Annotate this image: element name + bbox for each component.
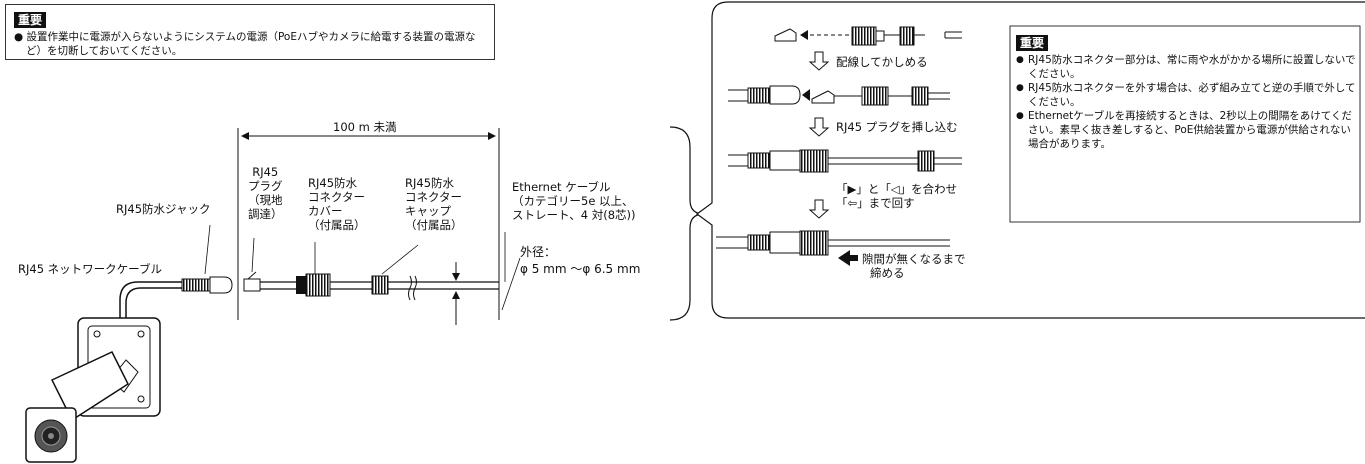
group-brace xyxy=(669,126,705,321)
right-important-badge: 重要 xyxy=(1016,35,1049,51)
plug-label-1: RJ45 xyxy=(252,165,279,179)
ethernet-cable-label: Ethernet ケーブル （カテゴリー5e 以上、 ストレート、4 対(8芯)… xyxy=(512,180,636,222)
connector-cap xyxy=(371,275,389,295)
cap-label-3: キャップ xyxy=(405,204,451,218)
right-note-item-2: RJ45防水コネクターを外す場合は、必ず組み立てと逆の手順で外してください。 xyxy=(1016,81,1356,109)
network-cable-label: RJ45 ネットワークケーブル xyxy=(18,262,162,276)
step3-line-1: 「▶」と「◁」を合わせ xyxy=(836,182,958,196)
note-line-2: ど）を切断しておいてください。 xyxy=(26,45,183,57)
connector-cover xyxy=(296,273,331,297)
right-note-list: RJ45防水コネクター部分は、常に雨や水がかかる場所に設置しないでください。 R… xyxy=(1016,53,1356,151)
step4-parts xyxy=(716,230,950,266)
length-label: 100 m 未満 xyxy=(330,120,400,134)
note-line-1: ● 設置作業中に電源が入らないようにシステムの電源（PoEハブやカメラに給電する… xyxy=(14,31,476,43)
plug-label-2: プラグ xyxy=(248,179,283,193)
cover-label-4: （付属品） xyxy=(308,218,366,232)
plug-label: RJ45 プラグ （現地 調達） xyxy=(248,165,283,221)
step3-parts xyxy=(728,149,962,173)
step4-label: 隙間が無くなるまで 締める xyxy=(862,252,966,280)
camera-illustration xyxy=(25,317,161,463)
step2-parts xyxy=(728,85,950,106)
cover-label-1: RJ45防水 xyxy=(308,176,358,190)
down-arrow-1 xyxy=(808,51,830,71)
ethernet-label-2: （カテゴリー5e 以上、 xyxy=(512,194,634,208)
step1-label: 配線してかしめる xyxy=(836,55,928,69)
plug-label-4: 調達） xyxy=(248,207,283,221)
right-important-note: 重要 RJ45防水コネクター部分は、常に雨や水がかかる場所に設置しないでください… xyxy=(1016,32,1356,151)
cap-label: RJ45防水 コネクター キャップ （付属品） xyxy=(405,176,463,232)
length-dimension xyxy=(237,128,500,320)
network-cable xyxy=(119,281,182,330)
plug-label-3: （現地 xyxy=(248,193,283,207)
step4-line-2: 締める xyxy=(870,266,905,280)
step3-line-2: 「⇦」まで回す xyxy=(836,196,915,210)
right-note-item-3: Ethernetケーブルを再接続するときは、2秒以上の間隔をあけてください。素早… xyxy=(1016,109,1356,151)
step4-line-1: 隙間が無くなるまで xyxy=(862,252,966,266)
outer-diameter-label: 外径： φ 5 mm ～φ 6.5 mm xyxy=(520,244,640,278)
outer-diameter-title: 外径： xyxy=(520,245,557,259)
cap-label-4: （付属品） xyxy=(405,218,463,232)
cap-label-2: コネクター xyxy=(405,190,463,204)
waterproof-jack xyxy=(181,276,233,294)
important-badge: 重要 xyxy=(14,12,47,28)
down-arrow-3 xyxy=(808,199,830,219)
ethernet-label-1: Ethernet ケーブル xyxy=(512,180,611,194)
ethernet-label-3: ストレート、4 対(8芯)) xyxy=(512,208,636,222)
top-important-note: 重要 ● 設置作業中に電源が入らないようにシステムの電源（PoEハブやカメラに給… xyxy=(5,4,495,60)
waterproof-jack-label: RJ45防水ジャック xyxy=(116,202,211,216)
cover-label-2: コネクター xyxy=(308,190,366,204)
cap-label-1: RJ45防水 xyxy=(405,176,455,190)
cover-label: RJ45防水 コネクター カバー （付属品） xyxy=(308,176,366,232)
outer-diameter-value: φ 5 mm ～φ 6.5 mm xyxy=(520,262,641,276)
cover-label-3: カバー xyxy=(308,204,343,218)
rj45-plug xyxy=(243,271,261,292)
step1-parts xyxy=(774,26,962,46)
step3-label: 「▶」と「◁」を合わせ 「⇦」まで回す xyxy=(836,182,957,210)
right-note-item-1: RJ45防水コネクター部分は、常に雨や水がかかる場所に設置しないでください。 xyxy=(1016,53,1356,81)
down-arrow-2 xyxy=(808,117,830,137)
step2-label: RJ45 プラグを挿し込む xyxy=(836,120,958,134)
